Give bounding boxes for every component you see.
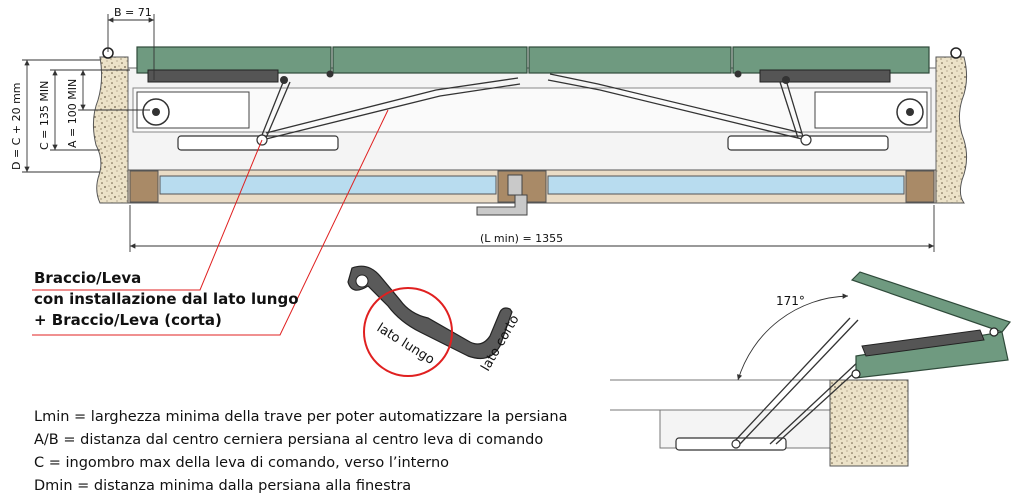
side-arm-short-2 xyxy=(775,361,867,445)
side-wall-block xyxy=(829,379,909,467)
motor-left xyxy=(147,69,279,83)
arm-left-short xyxy=(259,79,285,141)
frame-right-post xyxy=(905,170,935,203)
dim-a-label: A = 100 MIN xyxy=(66,79,79,148)
glass-left xyxy=(159,175,497,195)
arm-right-joint xyxy=(800,134,812,146)
window-handle xyxy=(476,174,528,216)
shutter-panel-1 xyxy=(136,46,332,74)
arm-left-short-2 xyxy=(265,81,291,139)
frame-left-post xyxy=(129,170,159,203)
beam-inner xyxy=(132,87,932,133)
side-arm-long-2 xyxy=(739,319,859,445)
callout-text: Braccio/Leva con installazione dal lato … xyxy=(34,268,299,331)
side-shutter-upper xyxy=(850,271,1012,333)
dim-b-label: B = 71 xyxy=(114,6,152,19)
side-rail xyxy=(675,437,787,451)
hinge-right xyxy=(950,47,962,59)
shutter-panel-3 xyxy=(528,46,732,74)
angle-label: 171° xyxy=(776,294,805,308)
glass-right xyxy=(547,175,905,195)
arm-right-short-2 xyxy=(779,81,799,139)
lever-body xyxy=(347,265,513,359)
shutter-panel-4 xyxy=(732,46,930,74)
pivot-2 xyxy=(326,70,334,78)
legend-item-c: C = ingombro max della leva di comando, … xyxy=(34,455,450,471)
arm-right-short xyxy=(785,79,805,141)
arm-left-lower xyxy=(261,83,521,141)
arm-left-upper xyxy=(265,77,519,134)
side-pivot xyxy=(851,369,861,379)
side-hinge xyxy=(989,327,999,337)
plan-view: B = 71 D = C + 20 mm C = 135 MIN A = 100… xyxy=(10,6,968,252)
shutter-panel-2 xyxy=(332,46,528,74)
side-arm-long xyxy=(731,317,851,445)
drive-right-hub xyxy=(906,108,914,116)
side-view: 171° xyxy=(610,271,1012,467)
callout-line-2: con installazione dal lato lungo xyxy=(34,290,299,308)
drive-left-hub xyxy=(152,108,160,116)
arm-right-lower xyxy=(547,79,807,141)
lever-illustration: lato lungo lato corto xyxy=(347,265,523,377)
legend: Lmin = larghezza minima della trave per … xyxy=(34,406,568,498)
side-arm-short xyxy=(769,359,861,445)
dim-lmin-label: (L min) = 1355 xyxy=(480,232,563,245)
arms xyxy=(259,73,807,141)
legend-item-dmin: Dmin = distanza minima dalla persiana al… xyxy=(34,478,412,494)
arm-right-upper xyxy=(549,73,803,134)
left-wall xyxy=(92,56,129,204)
side-arm-joint xyxy=(731,439,741,449)
legend-item-lmin: Lmin = larghezza minima della trave per … xyxy=(34,409,568,425)
side-motor xyxy=(861,329,985,357)
callout-line-3: + Braccio/Leva (corta) xyxy=(34,311,222,329)
motor-right xyxy=(759,69,891,83)
pivot-4 xyxy=(734,70,742,78)
dim-c-label: C = 135 MIN xyxy=(38,81,51,150)
callout-line-1: Braccio/Leva xyxy=(34,269,142,287)
callout-line-long xyxy=(32,139,263,291)
lever-highlight-circle xyxy=(363,287,453,377)
right-wall xyxy=(935,56,968,204)
dim-d-label: D = C + 20 mm xyxy=(10,83,23,171)
lever-eye xyxy=(355,274,369,288)
angle-arc xyxy=(736,293,849,381)
callout-line-short xyxy=(32,109,389,336)
callout-lines xyxy=(32,109,389,336)
legend-item-ab: A/B = distanza dal centro cerniera persi… xyxy=(34,432,544,448)
